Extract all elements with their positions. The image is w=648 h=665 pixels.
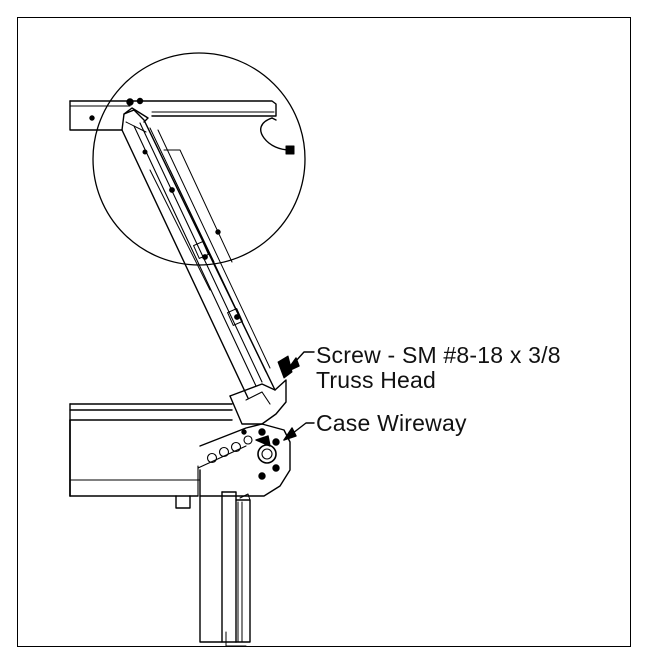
- arm-lower-joint: [229, 355, 293, 425]
- screw-callout-line1: Screw - SM #8-18 x 3/8: [316, 342, 561, 368]
- wireway-callout-label: Case Wireway: [316, 410, 467, 436]
- case-body: [69, 403, 233, 509]
- case-wireway-panel: [197, 423, 291, 497]
- vertical-upright: [199, 469, 251, 647]
- leader-lines: [283, 351, 315, 441]
- screw-callout-label: Screw - SM #8-18 x 3/8 Truss Head: [316, 343, 561, 393]
- diagonal-support-arm: [121, 107, 276, 399]
- top-shelf-rail: [69, 97, 277, 131]
- figure-frame: [17, 17, 631, 647]
- screw-callout-line2: Truss Head: [316, 367, 437, 393]
- wire-cable: [260, 117, 295, 155]
